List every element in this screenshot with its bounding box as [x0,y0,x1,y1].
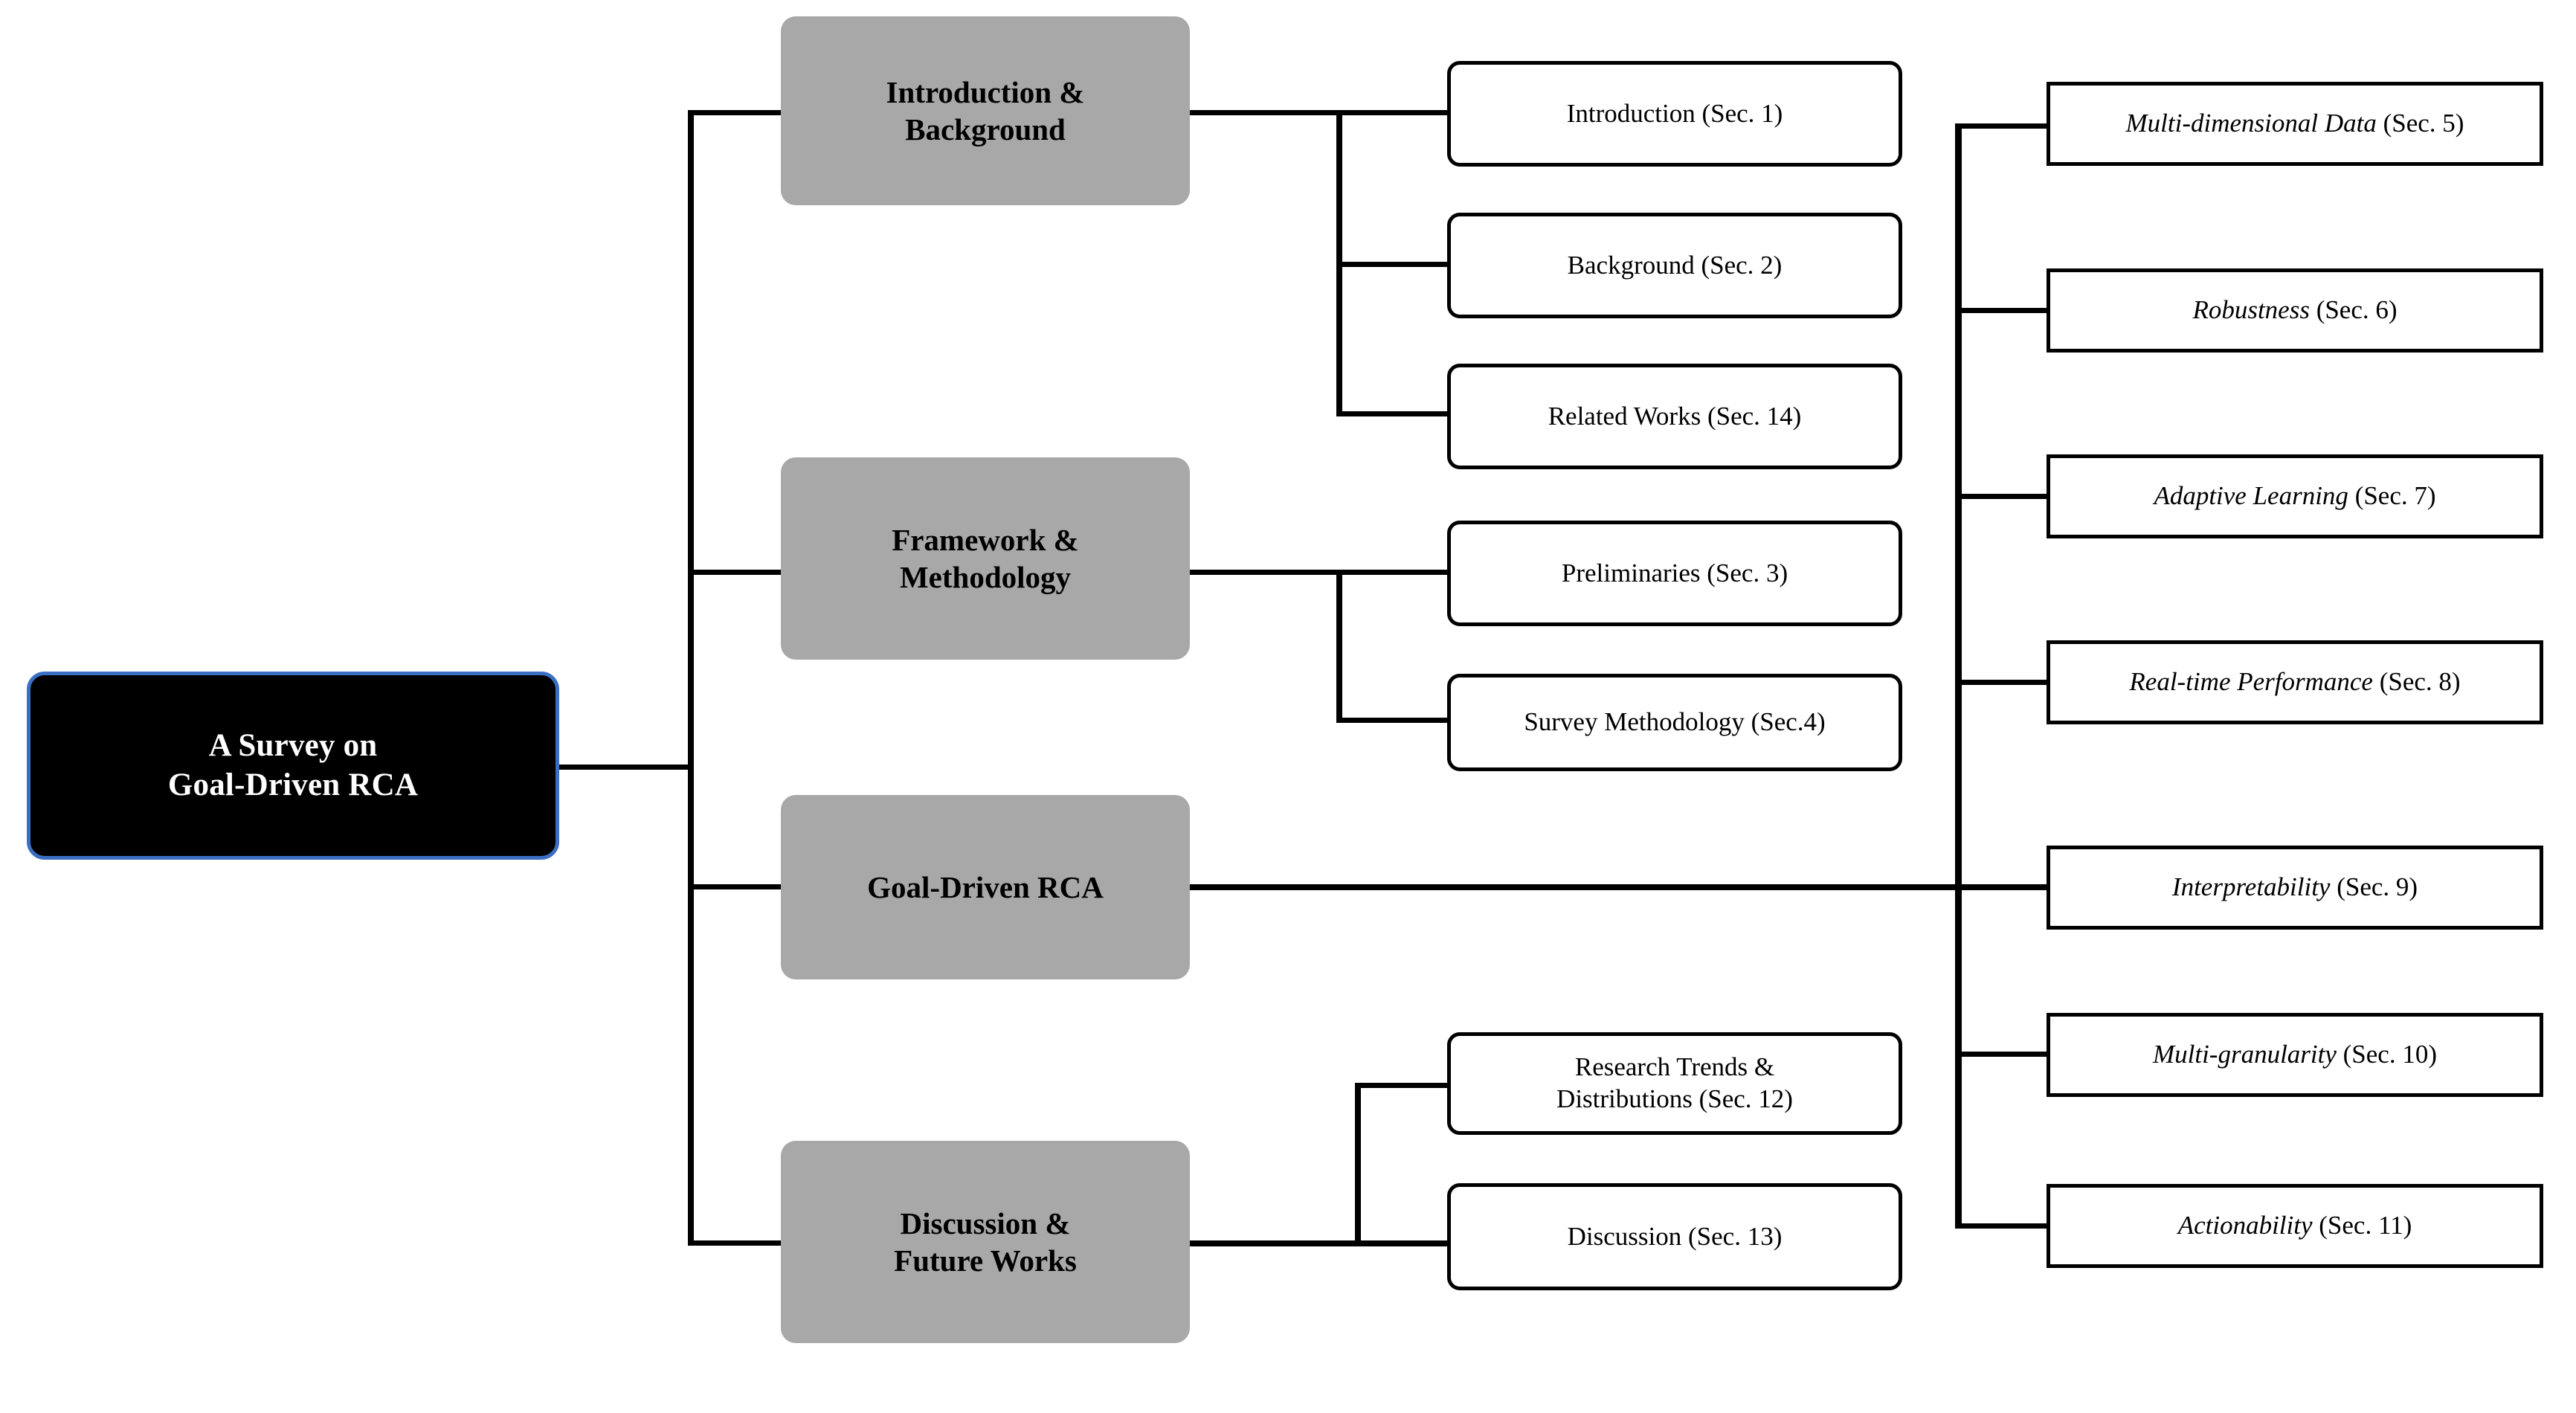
category-discussion-line-2: Future Works [894,1243,1077,1278]
connector-right-to-actionability [1955,1223,2049,1229]
section-label-background: Background (Sec. 2) [1567,250,1783,280]
section-label-research-trends: Research Trends & Distributions (Sec. 12… [1451,1052,1899,1115]
connector-discussion-vertical [1355,1083,1361,1246]
connector-right-to-adaptive [1955,494,2049,499]
topic-node-adaptive-learning[interactable]: Adaptive Learning (Sec. 7) [2047,454,2543,538]
connector-right-trunk [1955,123,1962,1227]
topic-sec-multi-granularity: (Sec. 10) [2336,1040,2438,1069]
connector-framework-to-methodology [1336,718,1449,723]
connector-trunk-to-goal [688,884,782,889]
section-node-research-trends[interactable]: Research Trends & Distributions (Sec. 12… [1447,1032,1902,1135]
connector-trunk-to-discussion [688,1240,782,1246]
connector-main-trunk [688,110,694,1246]
connector-right-to-realtime [1955,680,2049,685]
root-node-label: A Survey on Goal-Driven RCA [30,727,556,805]
category-node-discussion-future[interactable]: Discussion & Future Works [781,1141,1190,1343]
connector-right-to-granularity [1955,1052,2049,1057]
connector-trunk-to-intro [688,110,782,115]
topic-sec-adaptive-learning: (Sec. 7) [2348,481,2436,511]
section-node-background[interactable]: Background (Sec. 2) [1447,213,1902,318]
root-line-2: Goal-Driven RCA [167,767,419,802]
connector-intro-to-related [1336,411,1449,416]
topic-label-multi-granularity: Multi-granularity (Sec. 10) [2050,1039,2540,1071]
connector-root-stub [559,765,693,770]
connector-discussion-to-trends [1355,1083,1450,1088]
topic-node-interpretability[interactable]: Interpretability (Sec. 9) [2047,846,2543,930]
root-node[interactable]: A Survey on Goal-Driven RCA [27,672,559,860]
section-label-survey-methodology: Survey Methodology (Sec.4) [1524,707,1826,737]
category-node-intro-background[interactable]: Introduction & Background [781,16,1190,205]
section-node-introduction[interactable]: Introduction (Sec. 1) [1447,61,1902,167]
topic-sec-robustness: (Sec. 6) [2309,295,2398,325]
topic-label-multi-dimensional-data: Multi-dimensional Data (Sec. 5) [2050,108,2540,140]
category-intro-line-2: Background [905,112,1066,147]
section-node-survey-methodology[interactable]: Survey Methodology (Sec.4) [1447,674,1902,771]
connector-intro-to-introduction [1336,110,1449,115]
topic-sec-actionability: (Sec. 11) [2312,1211,2412,1240]
topic-sec-real-time-performance: (Sec. 8) [2372,667,2461,697]
topic-name-actionability: Actionability [2177,1211,2313,1240]
topic-node-multi-dimensional-data[interactable]: Multi-dimensional Data (Sec. 5) [2047,82,2543,166]
category-node-framework-methodology[interactable]: Framework & Methodology [781,457,1190,660]
topic-node-robustness[interactable]: Robustness (Sec. 6) [2047,268,2543,353]
topic-name-interpretability: Interpretability [2171,872,2331,902]
topic-name-adaptive-learning: Adaptive Learning [2154,481,2348,511]
category-framework-line-1: Framework & [892,522,1079,557]
category-label-framework-methodology: Framework & Methodology [781,521,1190,596]
topic-label-interpretability: Interpretability (Sec. 9) [2050,872,2540,904]
connector-right-to-multidim [1955,123,2049,129]
topic-node-real-time-performance[interactable]: Real-time Performance (Sec. 8) [2047,640,2543,724]
section-node-discussion[interactable]: Discussion (Sec. 13) [1447,1183,1902,1290]
topic-name-multi-granularity: Multi-granularity [2152,1040,2337,1069]
topic-name-multi-dimensional-data: Multi-dimensional Data [2125,109,2377,138]
topic-label-adaptive-learning: Adaptive Learning (Sec. 7) [2050,480,2540,512]
connector-goal-to-right-trunk [1188,884,1960,890]
root-line-1: A Survey on [208,728,378,764]
category-framework-line-2: Methodology [899,560,1072,594]
section-label-preliminaries: Preliminaries (Sec. 3) [1561,558,1788,588]
section-label-related-works: Related Works (Sec. 14) [1548,401,1802,431]
category-discussion-line-1: Discussion & [900,1206,1071,1240]
connector-trunk-to-framework [688,570,782,575]
topic-label-actionability: Actionability (Sec. 11) [2050,1210,2540,1242]
topic-name-real-time-performance: Real-time Performance [2129,667,2373,697]
topic-sec-multi-dimensional-data: (Sec. 5) [2376,109,2464,138]
connector-right-to-interpretability [1955,884,2049,890]
connector-intro-to-background [1336,262,1449,267]
section-label-introduction: Introduction (Sec. 1) [1566,98,1783,128]
category-label-goal-driven-rca: Goal-Driven RCA [867,869,1104,904]
section-trends-line-2: Distributions (Sec. 12) [1556,1084,1793,1113]
connector-framework-vertical [1336,570,1342,723]
topic-label-robustness: Robustness (Sec. 6) [2050,294,2540,326]
category-node-goal-driven-rca[interactable]: Goal-Driven RCA [781,795,1190,979]
connector-intro-out [1188,110,1342,115]
section-node-preliminaries[interactable]: Preliminaries (Sec. 3) [1447,521,1902,626]
category-label-intro-background: Introduction & Background [781,74,1190,148]
connector-discussion-out [1188,1240,1359,1246]
connector-framework-out [1188,570,1342,575]
connector-right-to-robustness [1955,308,2049,313]
topic-node-actionability[interactable]: Actionability (Sec. 11) [2047,1184,2543,1268]
topic-node-multi-granularity[interactable]: Multi-granularity (Sec. 10) [2047,1013,2543,1097]
connector-framework-to-preliminaries [1336,570,1449,575]
section-trends-line-1: Research Trends & [1574,1052,1775,1082]
topic-name-robustness: Robustness [2192,295,2310,325]
category-label-discussion-future: Discussion & Future Works [781,1205,1190,1279]
connector-discussion-to-discussion13 [1355,1240,1450,1246]
section-node-related-works[interactable]: Related Works (Sec. 14) [1447,364,1902,469]
topic-label-real-time-performance: Real-time Performance (Sec. 8) [2050,666,2540,698]
topic-sec-interpretability: (Sec. 9) [2330,872,2418,902]
section-label-discussion: Discussion (Sec. 13) [1567,1221,1783,1251]
category-intro-line-1: Introduction & [886,74,1085,109]
